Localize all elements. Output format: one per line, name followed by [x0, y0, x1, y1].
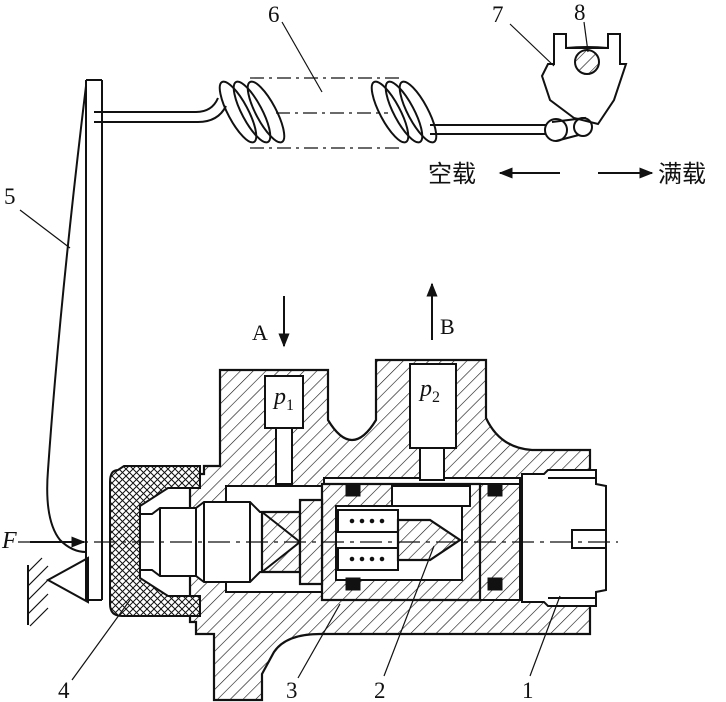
part-label-4: 4	[58, 678, 70, 702]
pressure-2-label: p2	[418, 376, 440, 406]
lever	[46, 79, 103, 601]
cam-bracket	[540, 33, 628, 126]
part-label-7: 7	[492, 2, 504, 27]
part-label-8: 8	[574, 0, 586, 25]
rubber-boot	[109, 465, 201, 617]
force-label: F	[1, 528, 17, 554]
part-label-6: 6	[268, 2, 280, 27]
ground-support	[27, 556, 89, 627]
pressure-1-label: p1	[272, 384, 294, 414]
linkage-rod	[94, 97, 227, 123]
empty-load-label: 空载	[428, 160, 476, 188]
part-label-3: 3	[286, 678, 298, 702]
part-label-2: 2	[374, 678, 386, 702]
pin-axle	[574, 49, 600, 75]
port-a-label: A	[252, 320, 268, 345]
full-load-label: 满载	[658, 160, 706, 188]
port-b-label: B	[440, 314, 455, 339]
part-label-1: 1	[522, 678, 534, 702]
part-label-5: 5	[4, 184, 16, 209]
tension-spring	[218, 77, 438, 149]
plunger	[111, 498, 324, 586]
cam-rod	[430, 116, 593, 142]
leader-lines	[19, 21, 589, 681]
